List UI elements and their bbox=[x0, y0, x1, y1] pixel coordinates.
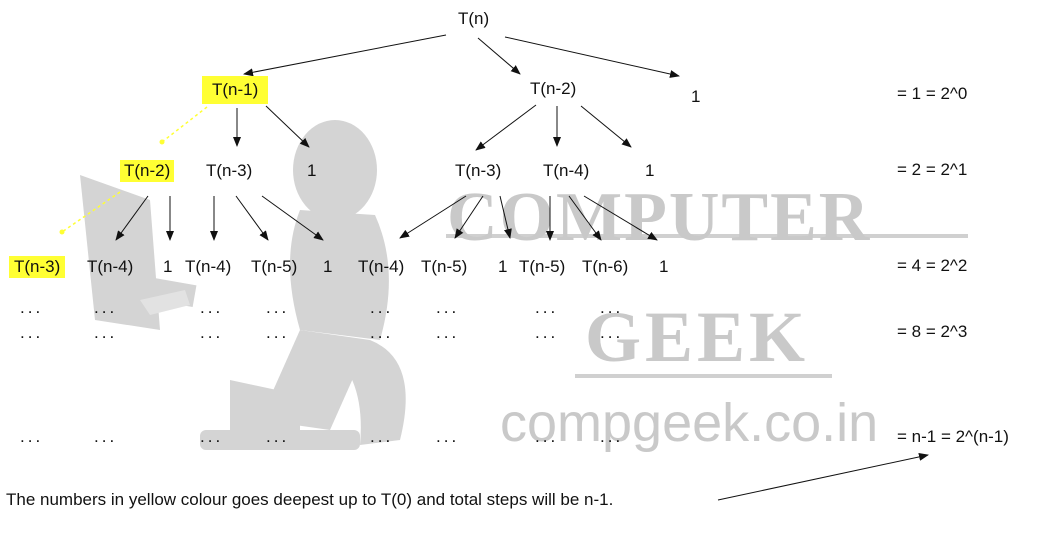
node-l3-2: T(n-4) bbox=[87, 257, 134, 276]
dots-r3-c2: ... bbox=[94, 427, 118, 446]
dots-r2-c3: ... bbox=[200, 323, 224, 342]
node-l2-a: T(n-2) bbox=[120, 160, 175, 182]
edge-root-c bbox=[504, 36, 680, 78]
node-l3-4: T(n-4) bbox=[185, 257, 232, 276]
equation-level-0: = 1 = 2^0 bbox=[897, 84, 968, 103]
equation-level-2: = 4 = 2^2 bbox=[897, 256, 968, 275]
edge-l2d-l3h bbox=[454, 195, 484, 239]
node-l3-3: 1 bbox=[163, 257, 173, 276]
node-l2-d: T(n-3) bbox=[455, 161, 502, 180]
watermark-line1: COMPUTER bbox=[447, 179, 872, 256]
dots-r2-c1: ... bbox=[20, 323, 44, 342]
edge-l2d-l3g bbox=[399, 195, 467, 239]
dots-r3-c6: ... bbox=[436, 427, 460, 446]
node-l3-9: 1 bbox=[498, 257, 508, 276]
node-l3-12: 1 bbox=[659, 257, 669, 276]
dots-r1-c3: ... bbox=[200, 298, 224, 317]
node-l2-a-label: T(n-2) bbox=[124, 161, 171, 180]
dots-r3-c5: ... bbox=[370, 427, 394, 446]
equation-level-3: = 8 = 2^3 bbox=[897, 322, 968, 341]
dots-r3-c4: ... bbox=[266, 427, 290, 446]
edge-caption bbox=[717, 452, 929, 501]
edge-l1b-d bbox=[475, 104, 537, 151]
node-l2-b: T(n-3) bbox=[206, 161, 253, 180]
equation-level-n: = n-1 = 2^(n-1) bbox=[897, 427, 1009, 446]
node-root: T(n) bbox=[458, 9, 490, 28]
dots-r3-c3: ... bbox=[200, 427, 224, 446]
node-l2-e: T(n-4) bbox=[543, 161, 590, 180]
edge-root-b bbox=[477, 37, 521, 75]
edge-l2b-l3e bbox=[235, 195, 269, 241]
dots-r2-c4: ... bbox=[266, 323, 290, 342]
edge-l1b-f bbox=[580, 105, 632, 148]
node-l1-c: 1 bbox=[691, 87, 701, 106]
equation-level-1: = 2 = 2^1 bbox=[897, 160, 968, 179]
node-l3-1-label: T(n-3) bbox=[14, 257, 61, 276]
dots-r2-c2: ... bbox=[94, 323, 118, 342]
dots-r3-c8: ... bbox=[600, 427, 624, 446]
edge-l2a-l3b bbox=[115, 195, 149, 241]
node-l1-a: T(n-1) bbox=[202, 76, 269, 104]
dots-r3-c7: ... bbox=[535, 427, 559, 446]
dots-r1-c8: ... bbox=[600, 298, 624, 317]
dots-r2-c6: ... bbox=[436, 323, 460, 342]
node-l3-1: T(n-3) bbox=[9, 256, 66, 278]
node-l3-10: T(n-5) bbox=[519, 257, 566, 276]
caption-text: The numbers in yellow colour goes deepes… bbox=[6, 490, 614, 509]
node-l3-11: T(n-6) bbox=[582, 257, 629, 276]
node-l3-6: 1 bbox=[323, 257, 333, 276]
edge-l2e-l3k bbox=[568, 195, 602, 241]
node-l3-5: T(n-5) bbox=[251, 257, 298, 276]
dots-r2-c7: ... bbox=[535, 323, 559, 342]
node-l1-a-label: T(n-1) bbox=[212, 80, 259, 99]
edge-l2b-l3f bbox=[261, 195, 324, 241]
watermark-line2: GEEK bbox=[585, 297, 810, 377]
dots-r2-c5: ... bbox=[370, 323, 394, 342]
watermark-url: compgeek.co.in bbox=[500, 393, 879, 453]
dots-r1-c4: ... bbox=[266, 298, 290, 317]
dots-r3-c1: ... bbox=[20, 427, 44, 446]
dots-r1-c6: ... bbox=[436, 298, 460, 317]
dots-r1-c5: ... bbox=[370, 298, 394, 317]
node-l3-8: T(n-5) bbox=[421, 257, 468, 276]
dots-r1-c1: ... bbox=[20, 298, 44, 317]
dots-r1-c7: ... bbox=[535, 298, 559, 317]
node-l3-7: T(n-4) bbox=[358, 257, 405, 276]
edge-l2e-l3l bbox=[583, 195, 658, 241]
dots-r2-c8: ... bbox=[600, 323, 624, 342]
node-l2-f: 1 bbox=[645, 161, 655, 180]
node-l2-c: 1 bbox=[307, 161, 317, 180]
dots-r1-c2: ... bbox=[94, 298, 118, 317]
edge-l1a-c bbox=[265, 105, 310, 148]
edge-l2d-l3i bbox=[499, 195, 512, 239]
edge-root-a bbox=[243, 34, 447, 77]
node-l1-b: T(n-2) bbox=[530, 79, 577, 98]
